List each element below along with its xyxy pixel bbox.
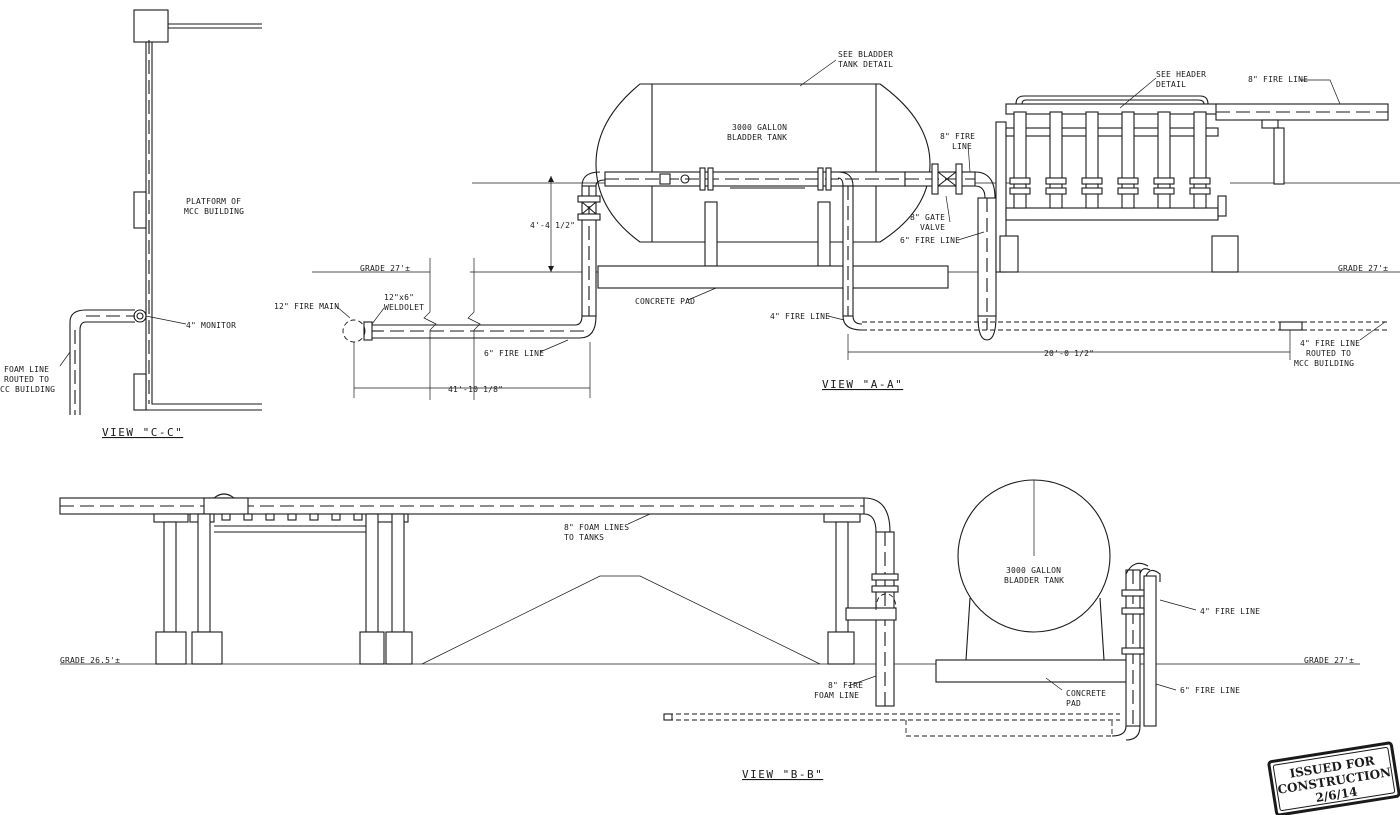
gate-valve-line1: 8" GATE xyxy=(910,213,945,222)
fire-foam-8-line2: FOAM LINE xyxy=(814,691,859,700)
concrete-pad-aa: CONCRETE PAD xyxy=(635,297,695,306)
stamp-line3: 2/6/14 xyxy=(1315,785,1359,805)
fire-line-6-aa: 6" FIRE LINE xyxy=(900,236,960,245)
foam-line-line3: CC BUILDING xyxy=(0,385,55,394)
grade-27-right: GRADE 27'± xyxy=(1338,264,1388,273)
gate-valve-line2: VALVE xyxy=(920,223,945,232)
labels: SEE BLADDER TANK DETAIL 3000 GALLON BLAD… xyxy=(0,50,1388,781)
fire-line-4-routed-line1: 4" FIRE LINE xyxy=(1300,339,1360,348)
see-bladder-line2: TANK DETAIL xyxy=(838,60,893,69)
tank-aa-line1: 3000 GALLON xyxy=(732,123,787,132)
fire-line-8-mid-line1: 8" FIRE xyxy=(940,132,975,141)
grade-26: GRADE 26.5'± xyxy=(60,656,120,665)
concrete-pad-bb-line2: PAD xyxy=(1066,699,1081,708)
grade-27-left: GRADE 27'± xyxy=(360,264,410,273)
view-aa xyxy=(312,83,1400,400)
foam-line-line2: ROUTED TO xyxy=(4,375,49,384)
tank-aa-line2: BLADDER TANK xyxy=(727,133,787,142)
leader-lines xyxy=(59,59,1386,691)
fire-line-8-top: 8" FIRE LINE xyxy=(1248,75,1308,84)
view-bb-title: VIEW "B-B" xyxy=(742,768,823,781)
dim-4-4: 4'-4 1/2" xyxy=(530,221,575,230)
see-header-line2: DETAIL xyxy=(1156,80,1186,89)
tank-bb-line1: 3000 GALLON xyxy=(1006,566,1061,575)
see-header-line1: SEE HEADER xyxy=(1156,70,1206,79)
construction-stamp: ISSUED FOR CONSTRUCTION 2/6/14 xyxy=(1267,741,1400,815)
fire-line-4-routed-line2: ROUTED TO xyxy=(1306,349,1351,358)
fire-line-6-left: 6" FIRE LINE xyxy=(484,349,544,358)
view-bb xyxy=(59,479,1360,741)
concrete-pad-bb-line1: CONCRETE xyxy=(1066,689,1106,698)
grade-27-bb: GRADE 27'± xyxy=(1304,656,1354,665)
fire-foam-8-line1: 8" FIRE xyxy=(828,681,863,690)
weldolet-line2: WELDOLET xyxy=(384,303,424,312)
view-cc xyxy=(69,9,262,415)
foam-lines-8-line1: 8" FOAM LINES xyxy=(564,523,629,532)
view-cc-title: VIEW "C-C" xyxy=(102,426,183,439)
fire-line-4-routed-line3: MCC BUILDING xyxy=(1294,359,1354,368)
weldolet-line1: 12"x6" xyxy=(384,293,414,302)
fire-line-4-aa: 4" FIRE LINE xyxy=(770,312,830,321)
foam-line-line1: FOAM LINE xyxy=(4,365,49,374)
monitor-label: 4" MONITOR xyxy=(186,321,236,330)
fire-line-8-mid-line2: LINE xyxy=(952,142,972,151)
see-bladder-line1: SEE BLADDER xyxy=(838,50,893,59)
platform-line1: PLATFORM OF xyxy=(186,197,241,206)
view-aa-title: VIEW "A-A" xyxy=(822,378,903,391)
fire-line-4-bb: 4" FIRE LINE xyxy=(1200,607,1260,616)
fire-main-12: 12" FIRE MAIN xyxy=(274,302,339,311)
dim-20: 20'-0 1/2" xyxy=(1044,349,1094,358)
fire-line-6-bb: 6" FIRE LINE xyxy=(1180,686,1240,695)
tank-bb-line2: BLADDER TANK xyxy=(1004,576,1064,585)
foam-lines-8-line2: TO TANKS xyxy=(564,533,604,542)
platform-line2: MCC BUILDING xyxy=(184,207,244,216)
dim-41: 41'-10 1/8" xyxy=(448,385,503,394)
